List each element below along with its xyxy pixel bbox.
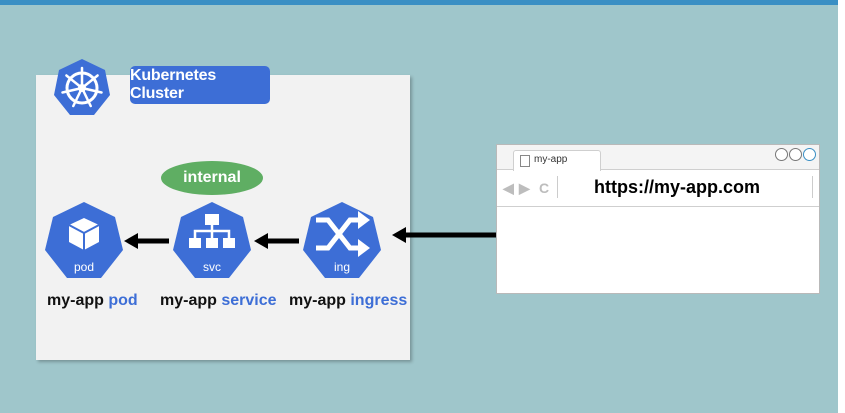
ingress-label: my-app ingress: [289, 292, 407, 310]
svc-sub-label: svc: [203, 260, 221, 274]
service-node: svc: [172, 200, 252, 280]
kubernetes-logo-icon: [54, 59, 110, 115]
browser-window: my-app ◀ ▶ C https://my-app.com: [496, 144, 820, 294]
right-edge-strip: [838, 0, 845, 413]
reload-icon[interactable]: C: [539, 180, 550, 196]
ingress-label-name: my-app: [289, 292, 346, 309]
arrow-browser-to-ing: [392, 227, 510, 243]
back-arrow-icon[interactable]: ◀: [503, 180, 514, 196]
forward-arrow-icon[interactable]: ▶: [519, 180, 530, 196]
shuffle-icon: [303, 202, 381, 278]
service-label-kind: service: [221, 292, 277, 309]
pod-node: pod: [44, 200, 124, 280]
arrow-svc-to-pod: [124, 233, 169, 249]
ing-sub-label: ing: [333, 260, 350, 274]
cube-icon: [45, 202, 123, 278]
minimize-button[interactable]: [775, 148, 788, 161]
tab-title: my-app: [534, 154, 568, 165]
page-icon: [520, 155, 530, 167]
pod-label-kind: pod: [108, 292, 138, 309]
url-text: https://my-app.com: [594, 177, 761, 197]
arrow-ing-to-svc: [254, 233, 299, 249]
service-label-name: my-app: [160, 292, 217, 309]
browser-toolbar: ◀ ▶ C https://my-app.com: [497, 170, 819, 207]
browser-tab[interactable]: my-app: [513, 150, 601, 171]
maximize-button[interactable]: [789, 148, 802, 161]
cluster-label: Kubernetes Cluster: [130, 66, 270, 104]
close-button[interactable]: [803, 148, 816, 161]
ingress-label-kind: ingress: [350, 292, 408, 309]
service-label: my-app service: [160, 292, 277, 310]
pod-sub-label: pod: [73, 260, 95, 274]
pod-label-name: my-app: [47, 292, 104, 309]
address-bar[interactable]: https://my-app.com: [557, 176, 813, 198]
pod-label: my-app pod: [47, 292, 138, 310]
top-accent-bar: [0, 0, 845, 5]
hierarchy-icon: [173, 202, 251, 278]
ingress-node: ing: [302, 200, 382, 280]
browser-tab-bar: my-app: [497, 145, 819, 171]
internal-badge: internal: [161, 161, 263, 195]
